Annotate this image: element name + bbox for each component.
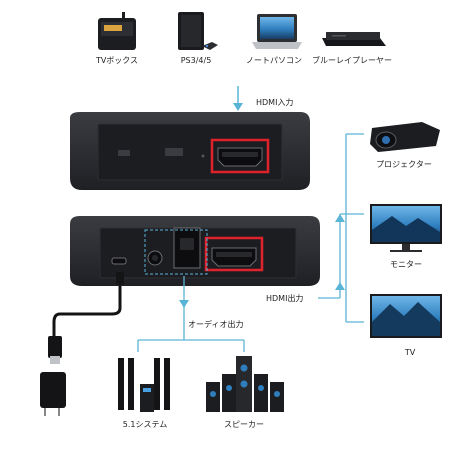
switch-icon xyxy=(118,150,130,156)
hdmi-in-highlight xyxy=(210,138,270,174)
audio-output-arrow xyxy=(137,276,245,352)
laptop-label: ノートパソコン xyxy=(246,56,302,65)
speaker-label: スピーカー xyxy=(224,420,264,429)
tv-box-label: TVボックス xyxy=(95,56,139,65)
surround-label: 5.1システム xyxy=(122,420,168,429)
hdmi-out-highlight xyxy=(204,236,264,272)
hdmi-output-connectors xyxy=(318,133,364,323)
playstation-icon xyxy=(178,12,218,50)
tv-icon xyxy=(370,294,442,338)
hdmi-input-label: HDMI入力 xyxy=(256,98,294,107)
speaker-icon xyxy=(206,356,284,412)
usb-power-adapter-icon xyxy=(40,272,124,416)
tv-box-icon xyxy=(98,12,136,50)
hdmi-splitter-input-side xyxy=(70,112,310,190)
projector-label: プロジェクター xyxy=(376,160,432,169)
ps-label: PS3/4/5 xyxy=(180,56,212,65)
monitor-icon xyxy=(370,204,442,252)
audio-output-label: オーディオ出力 xyxy=(188,320,244,329)
projector-icon xyxy=(370,122,440,152)
audio-output-highlight xyxy=(144,229,208,275)
hdmi-input-arrow xyxy=(233,86,243,111)
laptop-icon xyxy=(252,14,302,49)
bluray-player-icon xyxy=(322,32,386,46)
hdmi-splitter-output-side xyxy=(70,216,320,286)
optical-port-icon xyxy=(173,227,201,269)
led-indicator xyxy=(201,154,205,158)
usb-port-icon xyxy=(111,257,127,265)
switch-icon-2 xyxy=(165,148,183,156)
monitor-label: モニター xyxy=(390,260,422,269)
surround-system-icon xyxy=(118,358,170,412)
bluray-label: ブルーレイプレーヤー xyxy=(312,56,392,65)
tv-label: TV xyxy=(404,348,416,357)
hdmi-output-label: HDMI出力 xyxy=(266,294,304,303)
